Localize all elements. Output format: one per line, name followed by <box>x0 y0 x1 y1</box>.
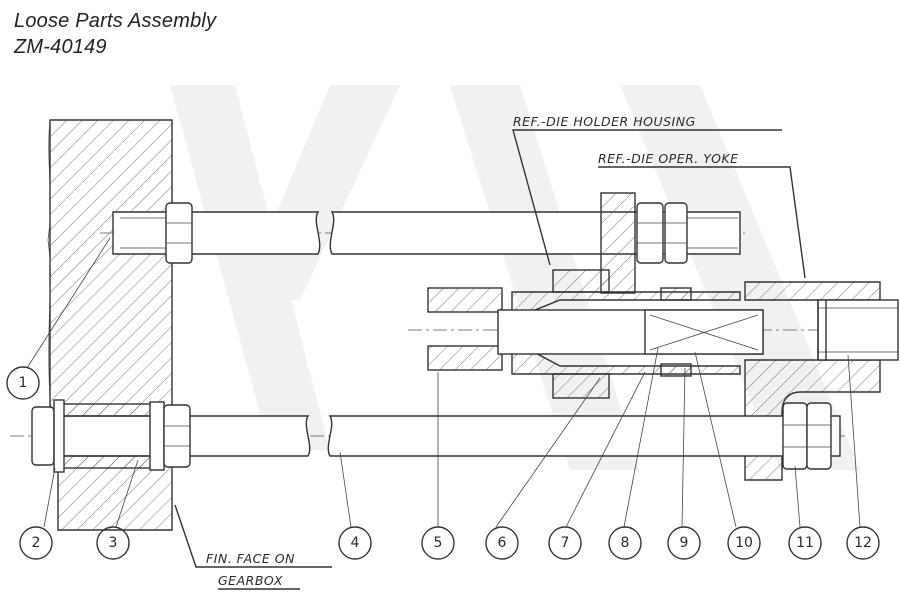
svg-text:9: 9 <box>680 535 689 551</box>
drawing-title: Loose Parts Assembly <box>14 10 217 32</box>
lower-yoke-nuts <box>782 402 832 470</box>
lower-left-nut-washer <box>31 399 65 473</box>
svg-text:8: 8 <box>621 535 630 551</box>
balloon-8: 8 <box>608 526 642 560</box>
die-holder-assembly <box>427 269 764 399</box>
ref-leader-1 <box>512 129 551 266</box>
upper-wall-nut <box>165 202 193 264</box>
ref-leader-2 <box>768 166 806 279</box>
svg-text:2: 2 <box>32 535 41 551</box>
balloon-11: 11 <box>788 526 822 560</box>
svg-text:10: 10 <box>735 535 753 551</box>
balloon-12: 12 <box>846 526 880 560</box>
balloon-3: 3 <box>96 526 130 560</box>
svg-text:4: 4 <box>351 535 360 551</box>
svg-text:12: 12 <box>854 535 872 551</box>
svg-text:11: 11 <box>796 535 814 551</box>
balloon-2: 2 <box>19 526 53 560</box>
balloon-6: 6 <box>485 526 519 560</box>
lower-wall-nut <box>163 404 191 468</box>
drawing-part-number: ZM-40149 <box>14 36 107 58</box>
balloon-5: 5 <box>421 526 455 560</box>
svg-text:1: 1 <box>19 375 28 391</box>
svg-text:5: 5 <box>434 535 443 551</box>
balloon-7: 7 <box>548 526 582 560</box>
balloon-9: 9 <box>667 526 701 560</box>
balloon-10: 10 <box>727 526 761 560</box>
svg-text:3: 3 <box>109 535 118 551</box>
balloon-4: 4 <box>338 526 372 560</box>
ref-die-oper-yoke: REF.-DIE OPER. YOKE <box>598 151 739 166</box>
balloon-1: 1 <box>6 366 40 400</box>
balloon-leaders <box>26 237 861 528</box>
ref-gearbox-face-line2: GEARBOX <box>218 573 283 588</box>
ref-leader-3 <box>174 504 206 568</box>
ref-die-holder-housing: REF.-DIE HOLDER HOUSING <box>513 114 696 129</box>
wall-sleeve <box>59 401 165 471</box>
ref-gearbox-face-line1: FIN. FACE ON <box>206 551 295 566</box>
upper-nut-stack <box>600 192 688 294</box>
svg-text:6: 6 <box>498 535 507 551</box>
svg-text:7: 7 <box>561 535 570 551</box>
